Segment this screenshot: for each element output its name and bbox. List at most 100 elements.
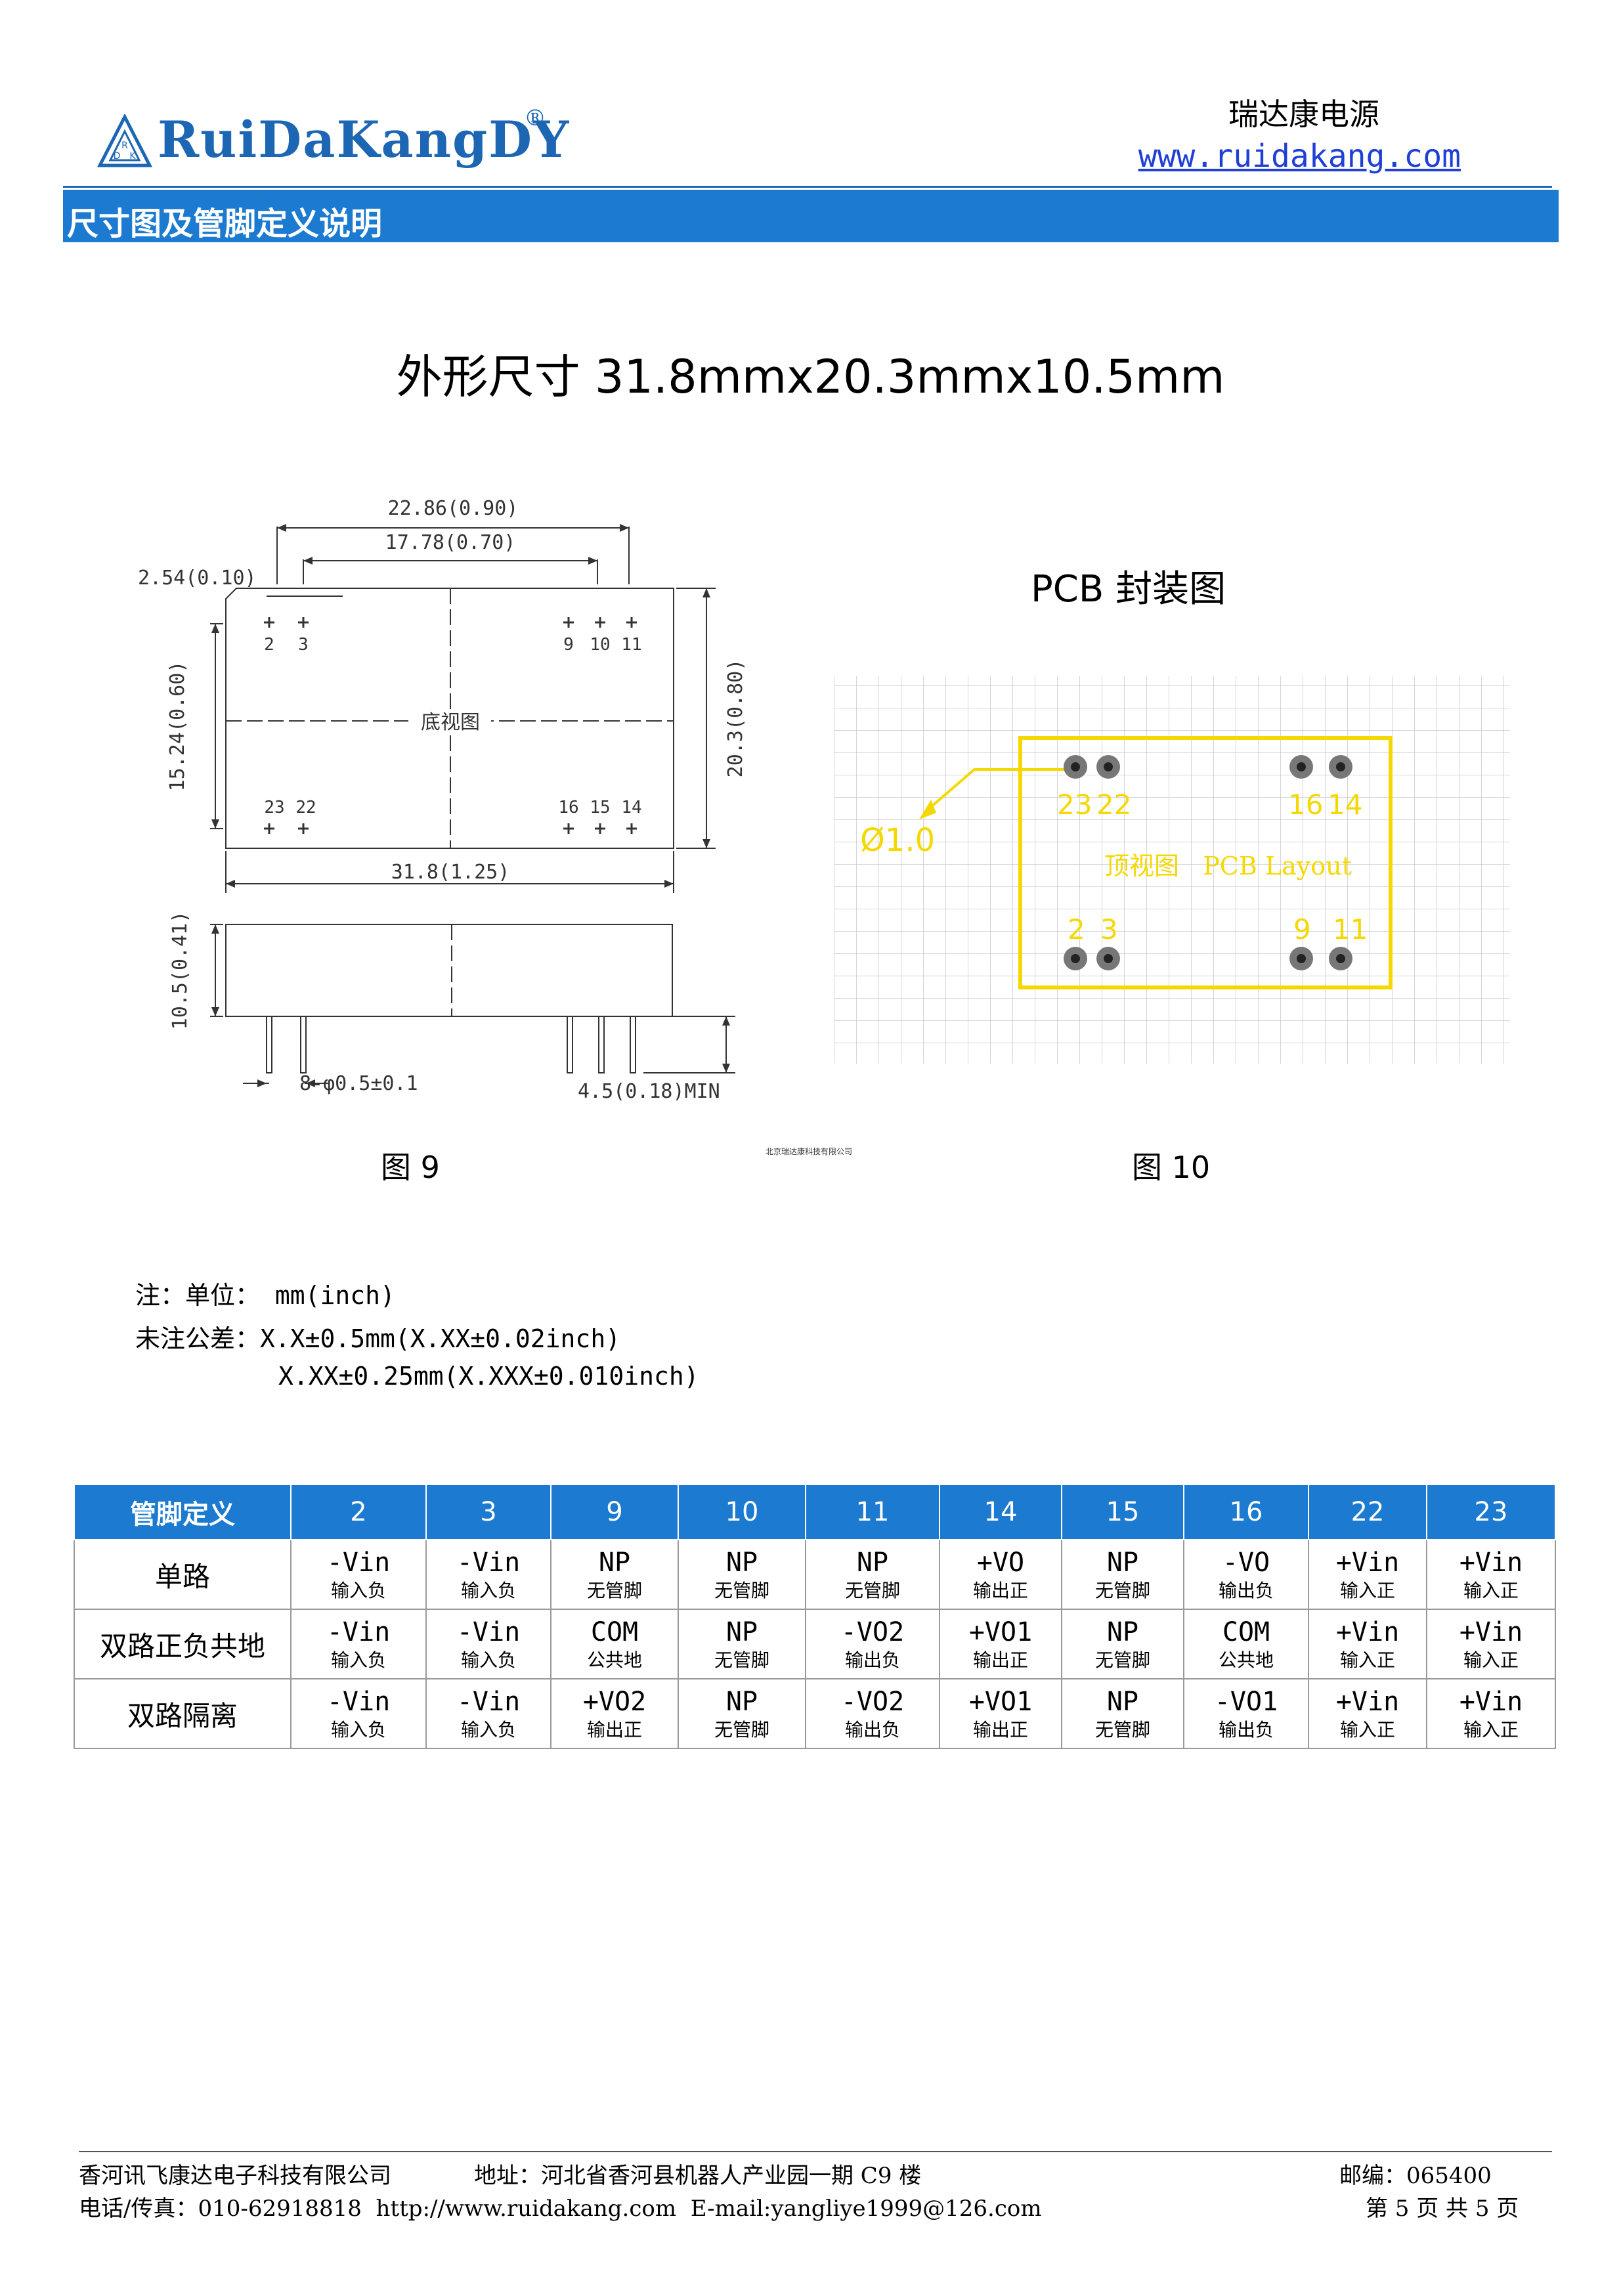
dim-label: 15.24(0.60): [166, 661, 189, 792]
brand-name: 瑞达康电源: [1228, 97, 1379, 132]
brand-url-link[interactable]: www.ruidakang.com: [1138, 138, 1461, 175]
pin-function: +VO: [976, 1548, 1025, 1578]
pin-description: 无管脚: [586, 1580, 642, 1601]
pin-function: NP: [725, 1617, 758, 1647]
pin-function: NP: [856, 1548, 889, 1578]
pin-function: NP: [1106, 1687, 1139, 1717]
pin-description: 输入负: [460, 1649, 516, 1671]
pin-description: 输出负: [1218, 1719, 1274, 1741]
pin-function: NP: [1106, 1617, 1139, 1647]
pin-description: 输出负: [1218, 1580, 1274, 1601]
pin-function: +VO2: [582, 1687, 647, 1717]
pin-function: -VO: [1222, 1548, 1270, 1578]
pin-function: NP: [725, 1548, 758, 1578]
pin-number: 2: [264, 635, 274, 655]
pin-number: 15: [590, 798, 610, 817]
pin-function: NP: [725, 1687, 758, 1717]
pcb-layout-label: 顶视图 PCB Layout: [1104, 852, 1352, 880]
figure-9-caption: 图 9: [381, 1150, 440, 1185]
pin-number: 16: [1288, 789, 1323, 821]
pin-description: 无管脚: [714, 1649, 769, 1671]
pin-function: -Vin: [326, 1548, 391, 1578]
pin-description: 输出正: [586, 1719, 642, 1741]
tiny-company-note: 北京瑞达康科技有限公司: [766, 1147, 853, 1156]
row-mode-label: 双路隔离: [74, 1678, 292, 1749]
pcb-outline: [1018, 736, 1393, 989]
table-header-cell: 16: [1183, 1484, 1309, 1540]
logo-emblem-icon: R D K: [97, 114, 152, 167]
pcb-layout-drawing: Ø1.0 23 22 16 14 2 3 9 11 顶视图 PCB Layout: [834, 676, 1510, 1064]
pin-function: +Vin: [1335, 1548, 1400, 1578]
pin-number: 14: [1328, 789, 1362, 821]
table-header-cell: 11: [805, 1484, 940, 1540]
pin-description: 输入正: [1339, 1649, 1395, 1671]
pin-description: 输出正: [972, 1580, 1028, 1601]
dim-label: 2.54(0.10): [138, 567, 257, 590]
pin-number: 10: [590, 635, 610, 655]
pin-description: 无管脚: [1094, 1719, 1150, 1741]
pin-description: 输入负: [460, 1719, 516, 1741]
pin-description: 无管脚: [844, 1580, 900, 1601]
tolerance-note-1: 未注公差：X.X±0.5mm(X.XX±0.02inch): [135, 1324, 621, 1353]
section-title: 尺寸图及管脚定义说明: [67, 206, 383, 242]
pin-description: 输出负: [844, 1649, 900, 1671]
pin-function: -Vin: [456, 1687, 521, 1717]
pin-function: +VO1: [968, 1687, 1033, 1717]
bottom-view-outline: [225, 588, 674, 849]
footer-zip: 邮编：065400: [1339, 2163, 1492, 2189]
pin-number: 11: [621, 635, 641, 655]
pin-number: 9: [1293, 913, 1311, 945]
logo-emblem-letter: K: [129, 151, 136, 162]
row-mode-label: 单路: [74, 1539, 292, 1610]
pin-number: 22: [295, 798, 316, 817]
pin-function: NP: [1106, 1548, 1139, 1578]
pin-description: 无管脚: [714, 1719, 769, 1741]
unit-note: 注：单位： mm(inch): [135, 1281, 395, 1310]
pin-number: 2: [1068, 913, 1085, 945]
pin-function: +Vin: [1335, 1687, 1400, 1717]
pin-description: 输入负: [330, 1719, 386, 1741]
table-header-cell: 23: [1426, 1484, 1556, 1540]
pin-number: 22: [1096, 789, 1131, 821]
pin-function: -VO1: [1214, 1687, 1278, 1717]
pin-description: 输出正: [972, 1649, 1028, 1671]
tolerance-note-2: X.XX±0.25mm(X.XXX±0.010inch): [278, 1362, 699, 1391]
section-title-bar: 尺寸图及管脚定义说明: [63, 190, 1559, 242]
pin-description: 公共地: [1218, 1649, 1274, 1671]
pin-description: 输入负: [330, 1649, 386, 1671]
pin-function: -VO2: [840, 1687, 905, 1717]
header-divider: [63, 186, 1552, 188]
pin-function: -Vin: [456, 1617, 521, 1647]
pin-number: 23: [264, 798, 284, 817]
pin-number: 14: [621, 798, 641, 817]
table-header-cell: 3: [425, 1484, 551, 1540]
registered-mark: ®: [524, 105, 546, 131]
logo-emblem-letter: R: [121, 141, 128, 151]
figure-10-caption: 图 10: [1132, 1150, 1211, 1185]
pin-description: 输入负: [330, 1580, 386, 1601]
table-header-cell: 管脚定义: [74, 1484, 292, 1540]
footer-divider: [79, 2151, 1552, 2152]
dim-label: 4.5(0.18)MIN: [578, 1080, 720, 1103]
table-header-cell: 10: [678, 1484, 806, 1540]
pin-number: 11: [1333, 913, 1368, 945]
